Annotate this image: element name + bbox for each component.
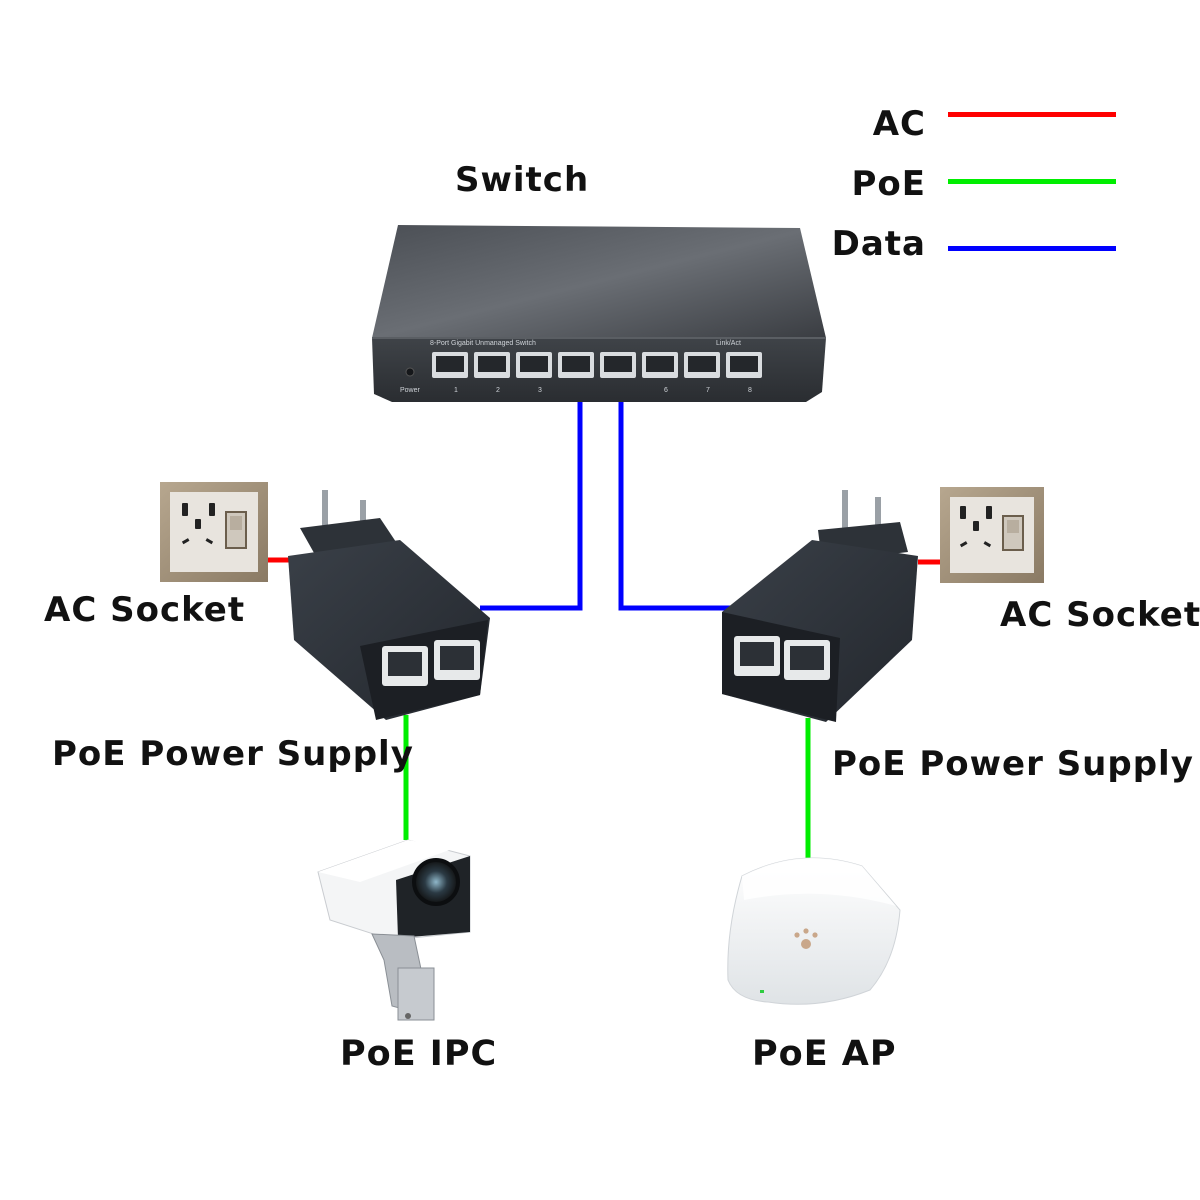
switch-port-jack-6 [646,356,674,372]
switch-port-number-6: 6 [664,387,668,394]
switch-power-text: Power [400,387,421,394]
legend-swatch-poe [948,179,1116,184]
legend-label-ac: AC [872,104,926,144]
legend-label-data: Data [831,224,926,264]
legend-swatch-ac [948,112,1116,117]
ac-socket-left-label: AC Socket [44,590,246,630]
data-line-left [480,385,583,611]
switch-port-number-7: 7 [706,387,710,394]
switch-port-jack-4 [562,356,590,372]
switch-device: 1 2 3 6 7 8 Power 8-Port Gigabit Unmanaged Sw… [372,225,826,402]
switch-port-jack-8 [730,356,758,372]
poe-ap-label: PoE AP [752,1034,897,1074]
poe-ap-icon [727,857,901,1005]
poe-supply-right-label: PoE Power Supply [832,744,1194,784]
switch-port-jack-5 [604,356,632,372]
ac-socket-left-icon [160,482,268,582]
poe-supply-right-icon [722,490,918,722]
switch-port-number-1: 1 [454,387,458,394]
legend-label-poe: PoE [851,164,926,204]
poe-ipc-label: PoE IPC [340,1034,498,1074]
switch-port-jack-7 [688,356,716,372]
poe-ipc-camera-icon [317,839,471,1021]
poe-supply-left-icon [288,490,490,720]
switch-port-jack-2 [478,356,506,372]
switch-label: Switch [455,160,590,200]
switch-ports: 1 2 3 6 7 8 [432,352,762,394]
switch-port-jack-1 [436,356,464,372]
poe-supply-left-label: PoE Power Supply [52,734,414,774]
ac-socket-right-icon [940,487,1044,583]
ac-socket-right-label: AC Socket [1000,595,1200,635]
data-line-right [618,385,735,611]
switch-port-jack-3 [520,356,548,372]
switch-port-number-2: 2 [496,387,500,394]
switch-port-number-8: 8 [748,387,752,394]
switch-port-number-3: 3 [538,387,542,394]
switch-link-text: Link/Act [716,340,741,347]
switch-model-text: 8-Port Gigabit Unmanaged Switch [430,340,536,347]
legend-swatch-data [948,246,1116,251]
